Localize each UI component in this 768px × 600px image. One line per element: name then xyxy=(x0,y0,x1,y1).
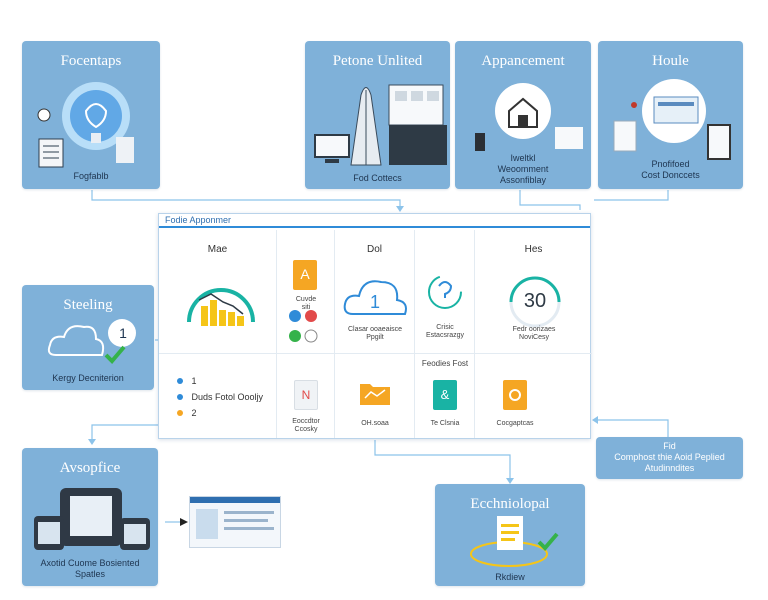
card-title: Steeling xyxy=(63,297,113,313)
building-icon xyxy=(314,84,447,166)
card-caption: Pnofifoed Cost Donccets xyxy=(641,159,700,180)
panel-head: Hes xyxy=(524,244,543,255)
share-tile: & xyxy=(433,380,457,410)
bottom-tile-panel[interactable]: OH.soaa xyxy=(335,354,415,438)
card-caption: Fod Cottecs xyxy=(353,173,402,183)
list-item-text: Duds Fotol Oooljy xyxy=(191,392,264,402)
lightbulb-icon xyxy=(37,82,134,168)
card-petone-unlited: Petone Unlited Fod Cottecs xyxy=(305,41,450,189)
screen-thumbnail xyxy=(189,496,281,548)
tile-label: Cocgaptcas xyxy=(496,420,534,427)
home-icon xyxy=(475,83,583,151)
tile-glyph: & xyxy=(440,387,450,402)
clock-icon xyxy=(509,389,521,401)
clock-tile xyxy=(503,380,527,410)
document-icon xyxy=(470,516,559,567)
dol-badge: 1 xyxy=(369,292,380,312)
card-appancement: Appancement Iweltkl Weoomment Assonfibla… xyxy=(455,41,591,189)
hes-label: Fedr oorizaes NoviCesy xyxy=(512,326,556,341)
list-item[interactable]: Duds Fotol Oooljy xyxy=(177,392,263,402)
tile-label: Eoccdtor Ccosky xyxy=(292,418,320,433)
panel-docs: A Cuvde siti xyxy=(277,230,335,354)
docs-label: Cuvde siti xyxy=(295,296,317,311)
tile-label: OH.soaa xyxy=(361,420,389,427)
cloud-icon xyxy=(343,280,407,315)
question-icon xyxy=(428,275,462,309)
bottom-section-head: Feodies Fost xyxy=(421,359,469,368)
list-item-text: 1 xyxy=(191,376,197,386)
panel-dol: Dol 1 Clasar ooaeaisce Ppgilt xyxy=(335,230,415,354)
status-dots-icon xyxy=(289,310,318,343)
panel-head: Dol xyxy=(366,244,382,255)
dashboard-window: Fodie Apponmer Mae A Cuvde siti Dol 1 xyxy=(158,213,592,439)
card-focentaps: Focentaps Fogfablb xyxy=(22,41,160,189)
devices-icon xyxy=(34,488,150,550)
card-caption: Kergy Decniterion xyxy=(52,373,124,383)
callout-note: Fid Comphost thie Aoid Peplied Atudinndi… xyxy=(596,437,743,479)
callout-text: Fid Comphost thie Aoid Peplied Atudinndi… xyxy=(614,441,725,473)
tile-label: Te Clsnia xyxy=(430,420,460,427)
card-title: Avsopfice xyxy=(59,460,121,476)
card-caption: Axotid Cuome Bosiented Spatles xyxy=(40,558,140,579)
bullet-icon xyxy=(177,410,183,416)
dashboard-titlebar: Fodie Apponmer xyxy=(159,214,590,228)
dol-label: Clasar ooaeaisce Ppgilt xyxy=(347,326,403,341)
card-ecchniolopal: Ecchniolopal Rkdiew xyxy=(435,484,585,586)
monitor-icon xyxy=(613,79,731,160)
card-title: Houle xyxy=(652,53,689,69)
tile-glyph: N xyxy=(301,388,311,402)
steeling-badge: 1 xyxy=(119,325,127,341)
panel-list: 1 Duds Fotol Oooljy 2 xyxy=(159,354,277,438)
card-caption: Iweltkl Weoomment Assonfiblay xyxy=(497,153,549,185)
doc-n-tile: N xyxy=(294,380,318,410)
ring-gauge xyxy=(509,276,561,328)
card-steeling: Steeling 1 Kergy Decniterion xyxy=(22,285,154,390)
status-label: Crisic Estacsrazgy xyxy=(425,324,465,339)
panel-head: Mae xyxy=(207,244,228,255)
bottom-tile-panel[interactable]: & Te Clsnia xyxy=(415,354,475,438)
list-item[interactable]: 1 xyxy=(177,376,197,386)
panel-hes: Hes 30 Fedr oorizaes NoviCesy xyxy=(475,230,592,354)
card-houle: Houle Pnofifoed Cost Donccets xyxy=(598,41,743,189)
card-title: Appancement xyxy=(481,53,565,69)
card-title: Petone Unlited xyxy=(332,53,423,69)
doc-a-letter: A xyxy=(300,266,310,282)
gauge-chart xyxy=(187,288,255,326)
card-caption: Rkdiew xyxy=(495,572,525,582)
panel-status: Crisic Estacsrazgy xyxy=(415,230,475,354)
folder-icon xyxy=(360,384,390,405)
bullet-icon xyxy=(177,378,183,384)
card-avsopfice: Avsopfice Axotid Cuome Bosiented Spatles xyxy=(22,448,158,586)
panel-mae: Mae xyxy=(159,230,277,354)
bullet-icon xyxy=(177,394,183,400)
dashboard-title: Fodie Apponmer xyxy=(165,215,232,225)
card-caption: Fogfablb xyxy=(73,171,109,181)
cloud-icon xyxy=(47,319,136,364)
hes-value: 30 xyxy=(523,290,547,312)
list-item[interactable]: 2 xyxy=(177,408,197,418)
list-item-text: 2 xyxy=(191,408,197,418)
doc-a-tile[interactable]: A xyxy=(293,260,317,290)
card-title: Focentaps xyxy=(60,53,122,69)
card-title: Ecchniolopal xyxy=(470,496,550,512)
bottom-tile-panel[interactable]: Cocgaptcas xyxy=(475,354,592,438)
bottom-tile-panel[interactable]: N Eoccdtor Ccosky xyxy=(277,354,335,438)
